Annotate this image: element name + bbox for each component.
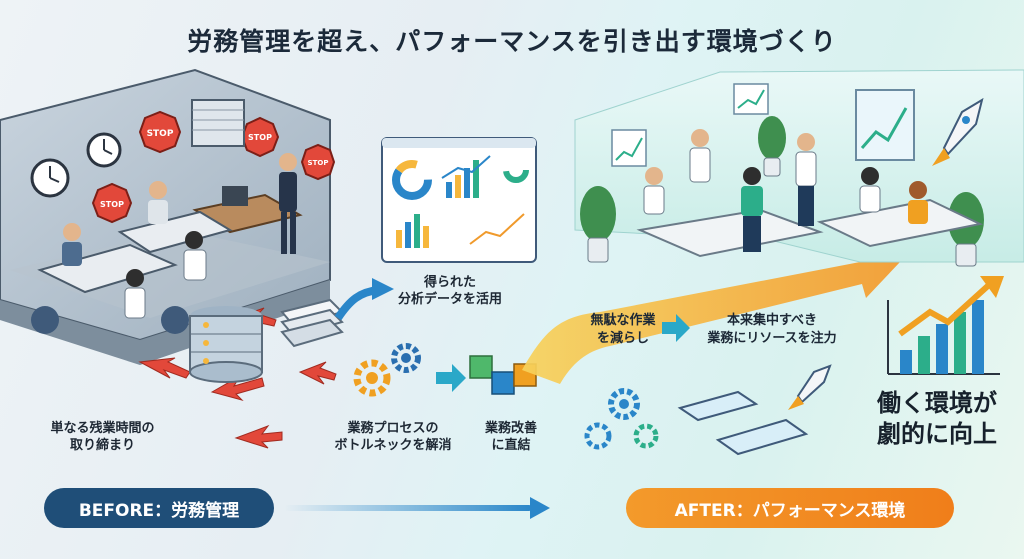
worker-desk: [117, 210, 233, 254]
before-office-scene: STOP STOP STOP STOP: [0, 68, 336, 365]
stop-sign-icon: STOP: [240, 116, 280, 158]
label-line: 得られた: [423, 275, 476, 290]
office-chair: [161, 306, 189, 334]
teal-arrow: [436, 364, 466, 392]
label-line: 働く環境が: [877, 389, 997, 417]
rocket-icon: [788, 364, 832, 410]
office-chair: [31, 306, 59, 334]
stop-sign-icon: STOP: [138, 110, 182, 154]
stressed-worker-figure: [148, 181, 168, 224]
analytics-dashboard-panel: [381, 137, 537, 263]
page-title: 労務管理を超え、パフォーマンスを引き出す環境づくり: [187, 27, 837, 56]
clock-icon: [86, 132, 122, 168]
worker-figure: [689, 129, 711, 183]
worker-figure: [859, 167, 881, 213]
wall-chart: [611, 129, 647, 167]
label-line: ボトルネックを解消: [334, 438, 452, 453]
label-line: 分析データを活用: [397, 292, 502, 307]
blocks-icon: [469, 355, 537, 395]
before-after-arrow: [284, 505, 532, 511]
label-analytics: 得られた 分析データを活用: [380, 274, 520, 308]
stressed-worker-figure: [62, 223, 82, 266]
gear-icon: [633, 423, 659, 449]
plant-icon: [580, 186, 616, 263]
label-line: 業務プロセスの: [347, 421, 439, 436]
label-line: 無駄な作業: [590, 313, 656, 328]
stop-sign-text: STOP: [147, 129, 174, 139]
growth-chart-icon: [887, 276, 1004, 375]
collab-desk: [636, 208, 824, 258]
collab-desk: [816, 198, 984, 248]
after-badge: AFTER：パフォーマンス環境: [626, 488, 954, 528]
database-server-icon: [189, 306, 263, 383]
flow-arrow-head: [372, 278, 394, 300]
label-line: 本来集中すべき: [726, 313, 818, 328]
documents-icon: [280, 298, 344, 348]
worker-figure: [643, 167, 665, 215]
before-badge: BEFORE：労務管理: [44, 488, 274, 528]
label-bottleneck: 業務プロセスの ボトルネックを解消: [318, 420, 468, 454]
label-line: 業務にリソースを注力: [707, 331, 837, 346]
clock-icon: [30, 158, 70, 198]
stop-sign-text: STOP: [248, 133, 272, 142]
label-reduce-waste: 無駄な作業 を減らし: [578, 312, 668, 348]
label-line: 単なる残業時間の: [50, 421, 155, 436]
label-overtime: 単なる残業時間の 取り締まり: [20, 420, 185, 454]
plant-icon: [758, 116, 786, 177]
label-improve: 業務改善 に直結: [466, 420, 556, 454]
label-focus: 本来集中すべき 業務にリソースを注力: [692, 312, 852, 348]
window-blinds: [191, 99, 245, 147]
label-line: 劇的に向上: [877, 420, 997, 448]
gear-icon: [608, 388, 640, 420]
improvement-ribbon: [522, 246, 900, 384]
label-line: を減らし: [596, 331, 649, 346]
tablet-icon: [677, 390, 759, 422]
before-after-arrow-head: [530, 497, 550, 519]
rocket-icon: [932, 97, 984, 166]
office-window: [855, 89, 915, 161]
gear-icon: [391, 343, 421, 373]
worker-figure: [741, 167, 763, 252]
stop-sign-text: STOP: [308, 159, 329, 167]
gear-icon: [353, 359, 391, 397]
gear-icon: [584, 422, 612, 450]
after-office-scene: [574, 69, 1024, 267]
stressed-worker-figure: [124, 269, 146, 319]
worker-figure: [908, 181, 928, 224]
wall-chart: [733, 83, 769, 115]
label-line: 取り締まり: [69, 438, 135, 453]
teal-arrow: [662, 314, 690, 342]
worker-figure: [795, 133, 817, 226]
stressed-worker-figure: [183, 231, 207, 281]
stop-sign-text: STOP: [100, 200, 124, 209]
stop-sign-icon: STOP: [91, 182, 133, 224]
worker-desk: [37, 243, 178, 294]
label-line: 業務改善: [484, 421, 537, 436]
tablet-icon: [715, 418, 809, 456]
manager-figure: [279, 153, 297, 254]
label-result: 働く環境が 劇的に向上: [862, 388, 1012, 450]
stop-sign-icon: STOP: [300, 143, 336, 181]
monitor: [222, 186, 248, 206]
label-line: に直結: [491, 438, 531, 453]
